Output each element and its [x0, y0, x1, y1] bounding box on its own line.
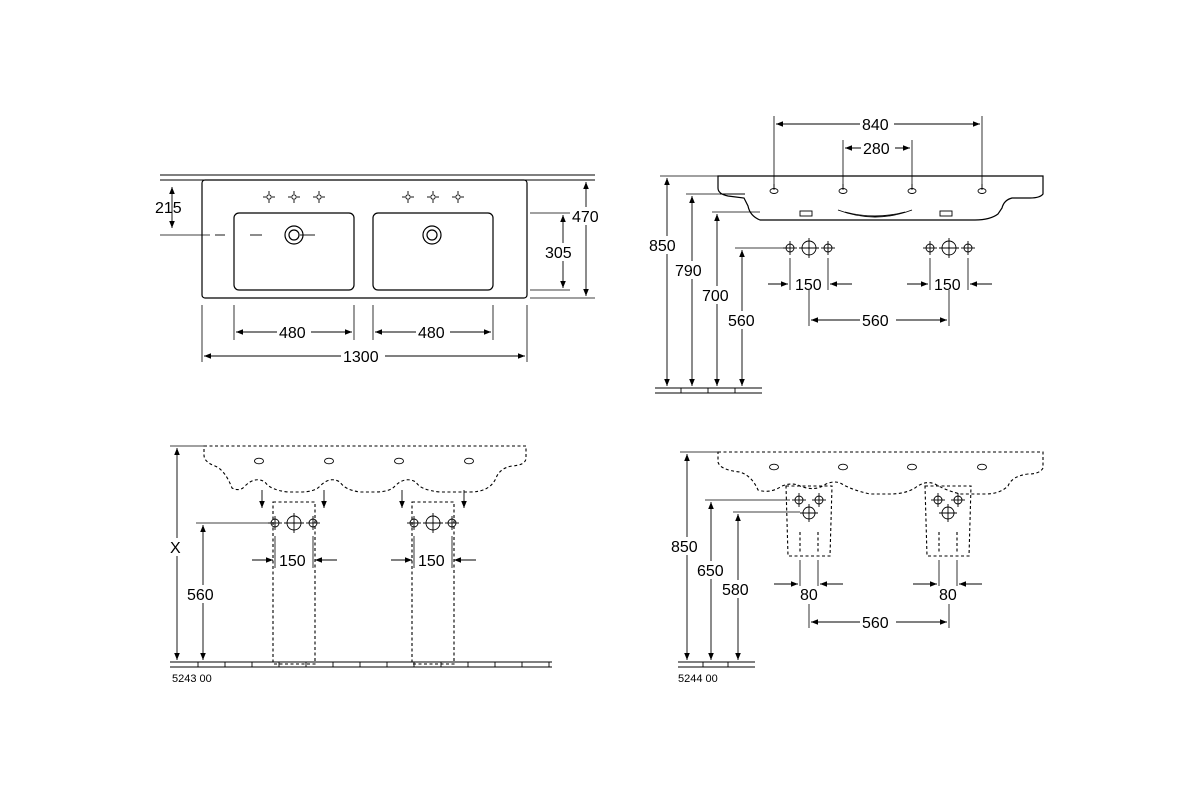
dim-height-mid-5244: 650 [697, 563, 724, 580]
dim-trap-pitch-5243-right: 150 [418, 553, 445, 570]
trap-connection-icon [306, 516, 320, 530]
dim-height-underside: 790 [675, 263, 702, 280]
dim-height-top-5244: 850 [671, 539, 698, 556]
dim-basin-width-left: 480 [279, 325, 306, 342]
dim-pedestal-width-left: 80 [800, 587, 818, 604]
trap-connection-icon [939, 238, 959, 258]
side-view: 840 280 850 790 700 560 [648, 114, 1044, 394]
basin-front-outline-dashed-5244 [717, 451, 1044, 495]
dim-tap-offset: 215 [155, 200, 182, 217]
trap-connection-icon [799, 238, 819, 258]
floor-hatch-side [655, 387, 762, 394]
trap-connection-icon [961, 241, 975, 255]
tap-hole-icon [452, 191, 464, 203]
dim-depth: 470 [572, 209, 599, 226]
model-number-5244: 5244 00 [678, 673, 718, 685]
trap-connection-icon [445, 516, 459, 530]
trap-connection-icon [783, 241, 797, 255]
dim-pedestal-width-right: 80 [939, 587, 957, 604]
left-bowl [233, 212, 355, 291]
basin-side-profile [717, 175, 1044, 221]
trap-connection-icon [939, 504, 957, 522]
dim-height-top: 850 [649, 238, 676, 255]
pedestal-right-dashed [411, 501, 455, 665]
dim-inner-depth: 305 [545, 245, 572, 262]
trap-connection-icons [783, 238, 975, 258]
tap-hole-icon [907, 463, 917, 471]
trap-connection-icon [268, 516, 282, 530]
floor-hatch-5244 [678, 661, 755, 668]
dim-trap-height-5243: 560 [187, 587, 214, 604]
trap-connection-icon [821, 241, 835, 255]
pedestal-right-5244 [924, 485, 972, 557]
right-drain-icon [422, 225, 442, 245]
pedestal-left-dashed [272, 501, 316, 665]
dim-trap-pitch-right: 150 [934, 277, 961, 294]
right-bowl [372, 212, 494, 291]
tap-hole-icon [977, 463, 987, 471]
mount-arrows [259, 490, 467, 508]
dim-tap-pitch: 280 [863, 141, 890, 158]
pedestal-left-5244 [785, 485, 833, 557]
dim-trap-pitch-5243-left: 150 [279, 553, 306, 570]
tap-hole-icon [288, 191, 300, 203]
pedestal-trap-icons [792, 493, 965, 522]
front-view-5244: 850 650 580 80 80 560 5244 00 [670, 451, 1044, 685]
model-number-5243: 5243 00 [172, 673, 212, 685]
tap-hole-icon [313, 191, 325, 203]
dim-basin-width-right: 480 [418, 325, 445, 342]
tap-hole-icon [254, 457, 264, 465]
trap-connection-icon [951, 493, 965, 507]
tap-hole-icon [427, 191, 439, 203]
front-tap-holes [254, 457, 474, 465]
trap-connection-icon [812, 493, 826, 507]
tap-hole-icon [838, 463, 848, 471]
tap-hole-icon [324, 457, 334, 465]
trap-connection-icon [407, 516, 421, 530]
tap-hole-icon [263, 191, 275, 203]
dim-height-low-5244: 580 [722, 582, 749, 599]
tap-hole-icon [769, 463, 779, 471]
tap-hole-icon [464, 457, 474, 465]
wall-hatch-top [160, 174, 595, 181]
dim-tap-span: 840 [862, 117, 889, 134]
trap-connection-icon [284, 513, 304, 533]
side-tap-holes [769, 184, 987, 194]
trap-connection-icon [423, 513, 443, 533]
dim-height-trap: 560 [728, 313, 755, 330]
tap-hole-icons [263, 191, 464, 203]
tap-hole-icon [394, 457, 404, 465]
front-tap-holes-5244 [769, 463, 987, 471]
dim-overall-width: 1300 [343, 349, 379, 366]
trap-connection-icon [792, 493, 806, 507]
front-view-5243: X 560 150 150 5243 00 [166, 445, 552, 685]
dim-trap-spacing: 560 [862, 313, 889, 330]
basin-front-outline-dashed [203, 445, 527, 493]
top-view: 215 470 305 480 480 1300 [155, 174, 602, 366]
floor-hatch-5243 [170, 661, 552, 668]
front-trap-icons [268, 513, 459, 533]
dim-trap-spacing-5244: 560 [862, 615, 889, 632]
dim-height-x: X [170, 540, 181, 557]
trap-connection-icon [931, 493, 945, 507]
tap-hole-icon [402, 191, 414, 203]
basin-outline [201, 179, 528, 299]
trap-connection-icon [923, 241, 937, 255]
dim-height-bowl: 700 [702, 288, 729, 305]
dim-trap-pitch-left: 150 [795, 277, 822, 294]
trap-connection-icon [800, 504, 818, 522]
